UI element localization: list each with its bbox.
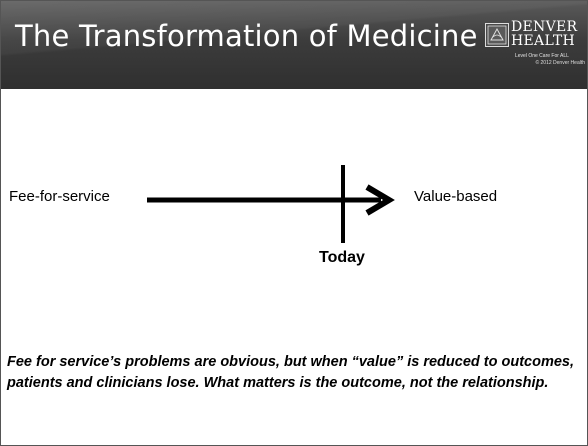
footnote-text: Fee for service’s problems are obvious, …: [7, 354, 575, 391]
today-label: Today: [319, 249, 365, 266]
emblem-icon: [485, 23, 509, 47]
denver-health-logo: DENVER HEALTH Level One Care For ALL: [485, 17, 581, 83]
logo-text-denver: DENVER: [511, 19, 578, 35]
copyright-text: © 2012 Denver Health: [535, 60, 585, 66]
transition-arrow: [147, 165, 395, 243]
slide-title: The Transformation of Medicine: [15, 19, 478, 53]
title-bar: The Transformation of Medicine DENVER HE…: [1, 1, 587, 89]
logo-text-health: HEALTH: [511, 33, 576, 49]
logo-tagline: Level One Care For ALL: [515, 53, 569, 59]
fee-for-service-label: Fee-for-service: [9, 188, 110, 205]
arrowhead-icon: [365, 184, 395, 216]
value-based-label: Value-based: [414, 188, 498, 205]
